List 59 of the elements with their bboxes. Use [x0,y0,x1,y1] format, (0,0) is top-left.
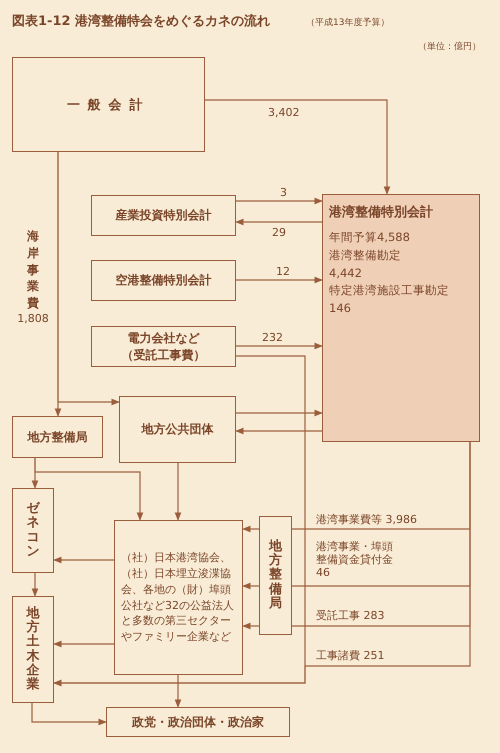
node-title: ゼネコン [26,502,40,560]
arrow [242,622,259,630]
diagram-title: 図表1-12 港湾整備特会をめぐるカネの流れ [12,12,270,30]
arrow [32,573,38,597]
node-text: 特定港湾施設工事勘定 [329,282,449,300]
node-title: 地方土木企業 [26,606,40,692]
arrow [242,582,259,590]
edge-label: 232 [262,331,283,344]
node-text: 4,442 [329,264,362,282]
arrow [174,463,182,521]
node-title: 産業投資特別会計 [116,207,212,224]
arrow [31,703,107,726]
entity-box [119,396,236,463]
entity-box [12,488,54,573]
node-title: （社）日本港湾協会、（社）日本埋立浚渫協会、各地の（財）埠頭公社など32の公益法人と多数の第三セクターやファミリー企業など [120,550,235,646]
arrow [174,675,182,708]
node-title: 電力会社など（受託工事費） [120,330,206,364]
arrow [235,428,322,434]
node-title: 政党・政治団体・政治家 [132,714,264,730]
arrow [34,458,144,521]
entity-box [259,516,292,635]
arrow [236,198,323,204]
node-text: 港湾整備勘定 [329,246,401,264]
account-box [322,194,480,442]
subtitle: （平成13年度予算） [306,16,390,29]
unit-note: （単位：億円） [418,40,481,53]
entity-box [91,260,236,301]
arrow [242,526,259,532]
arrow [236,342,323,350]
entity-box [12,57,205,152]
arrow [53,640,114,648]
edge-label: 3,402 [268,106,300,120]
entity-box [91,326,236,367]
node-title: 地方公共団体 [142,421,214,438]
arrow [236,276,323,284]
arrow [53,442,471,686]
entity-box [91,195,236,236]
entity-box [12,596,54,703]
arrow [205,99,390,195]
node-title: 一般会計 [66,96,150,114]
edge-label: 受託工事 283 [316,609,384,622]
edge-label: 海岸事業費 1,808 [16,228,50,326]
arrow [57,152,120,406]
node-title: 港湾整備特別会計 [329,204,433,221]
entity-box [12,416,103,458]
node-text: 年間予算4,588 [329,229,410,246]
node-title: 地方整備局 [28,428,88,446]
arrow [235,218,322,226]
edge-label: 工事諸費 251 [316,649,384,662]
edge-label: 29 [272,226,286,240]
entity-box [106,707,290,737]
arrow [236,410,323,416]
node-text: 146 [329,300,351,318]
node-title: 空港整備特別会計 [116,272,212,289]
entity-box [114,520,243,675]
node-title: 地方整備局 [269,540,282,612]
arrow [53,556,114,564]
edge-label: 港湾事業費等 3,986 [316,513,417,526]
edge-label: 3 [280,186,287,200]
